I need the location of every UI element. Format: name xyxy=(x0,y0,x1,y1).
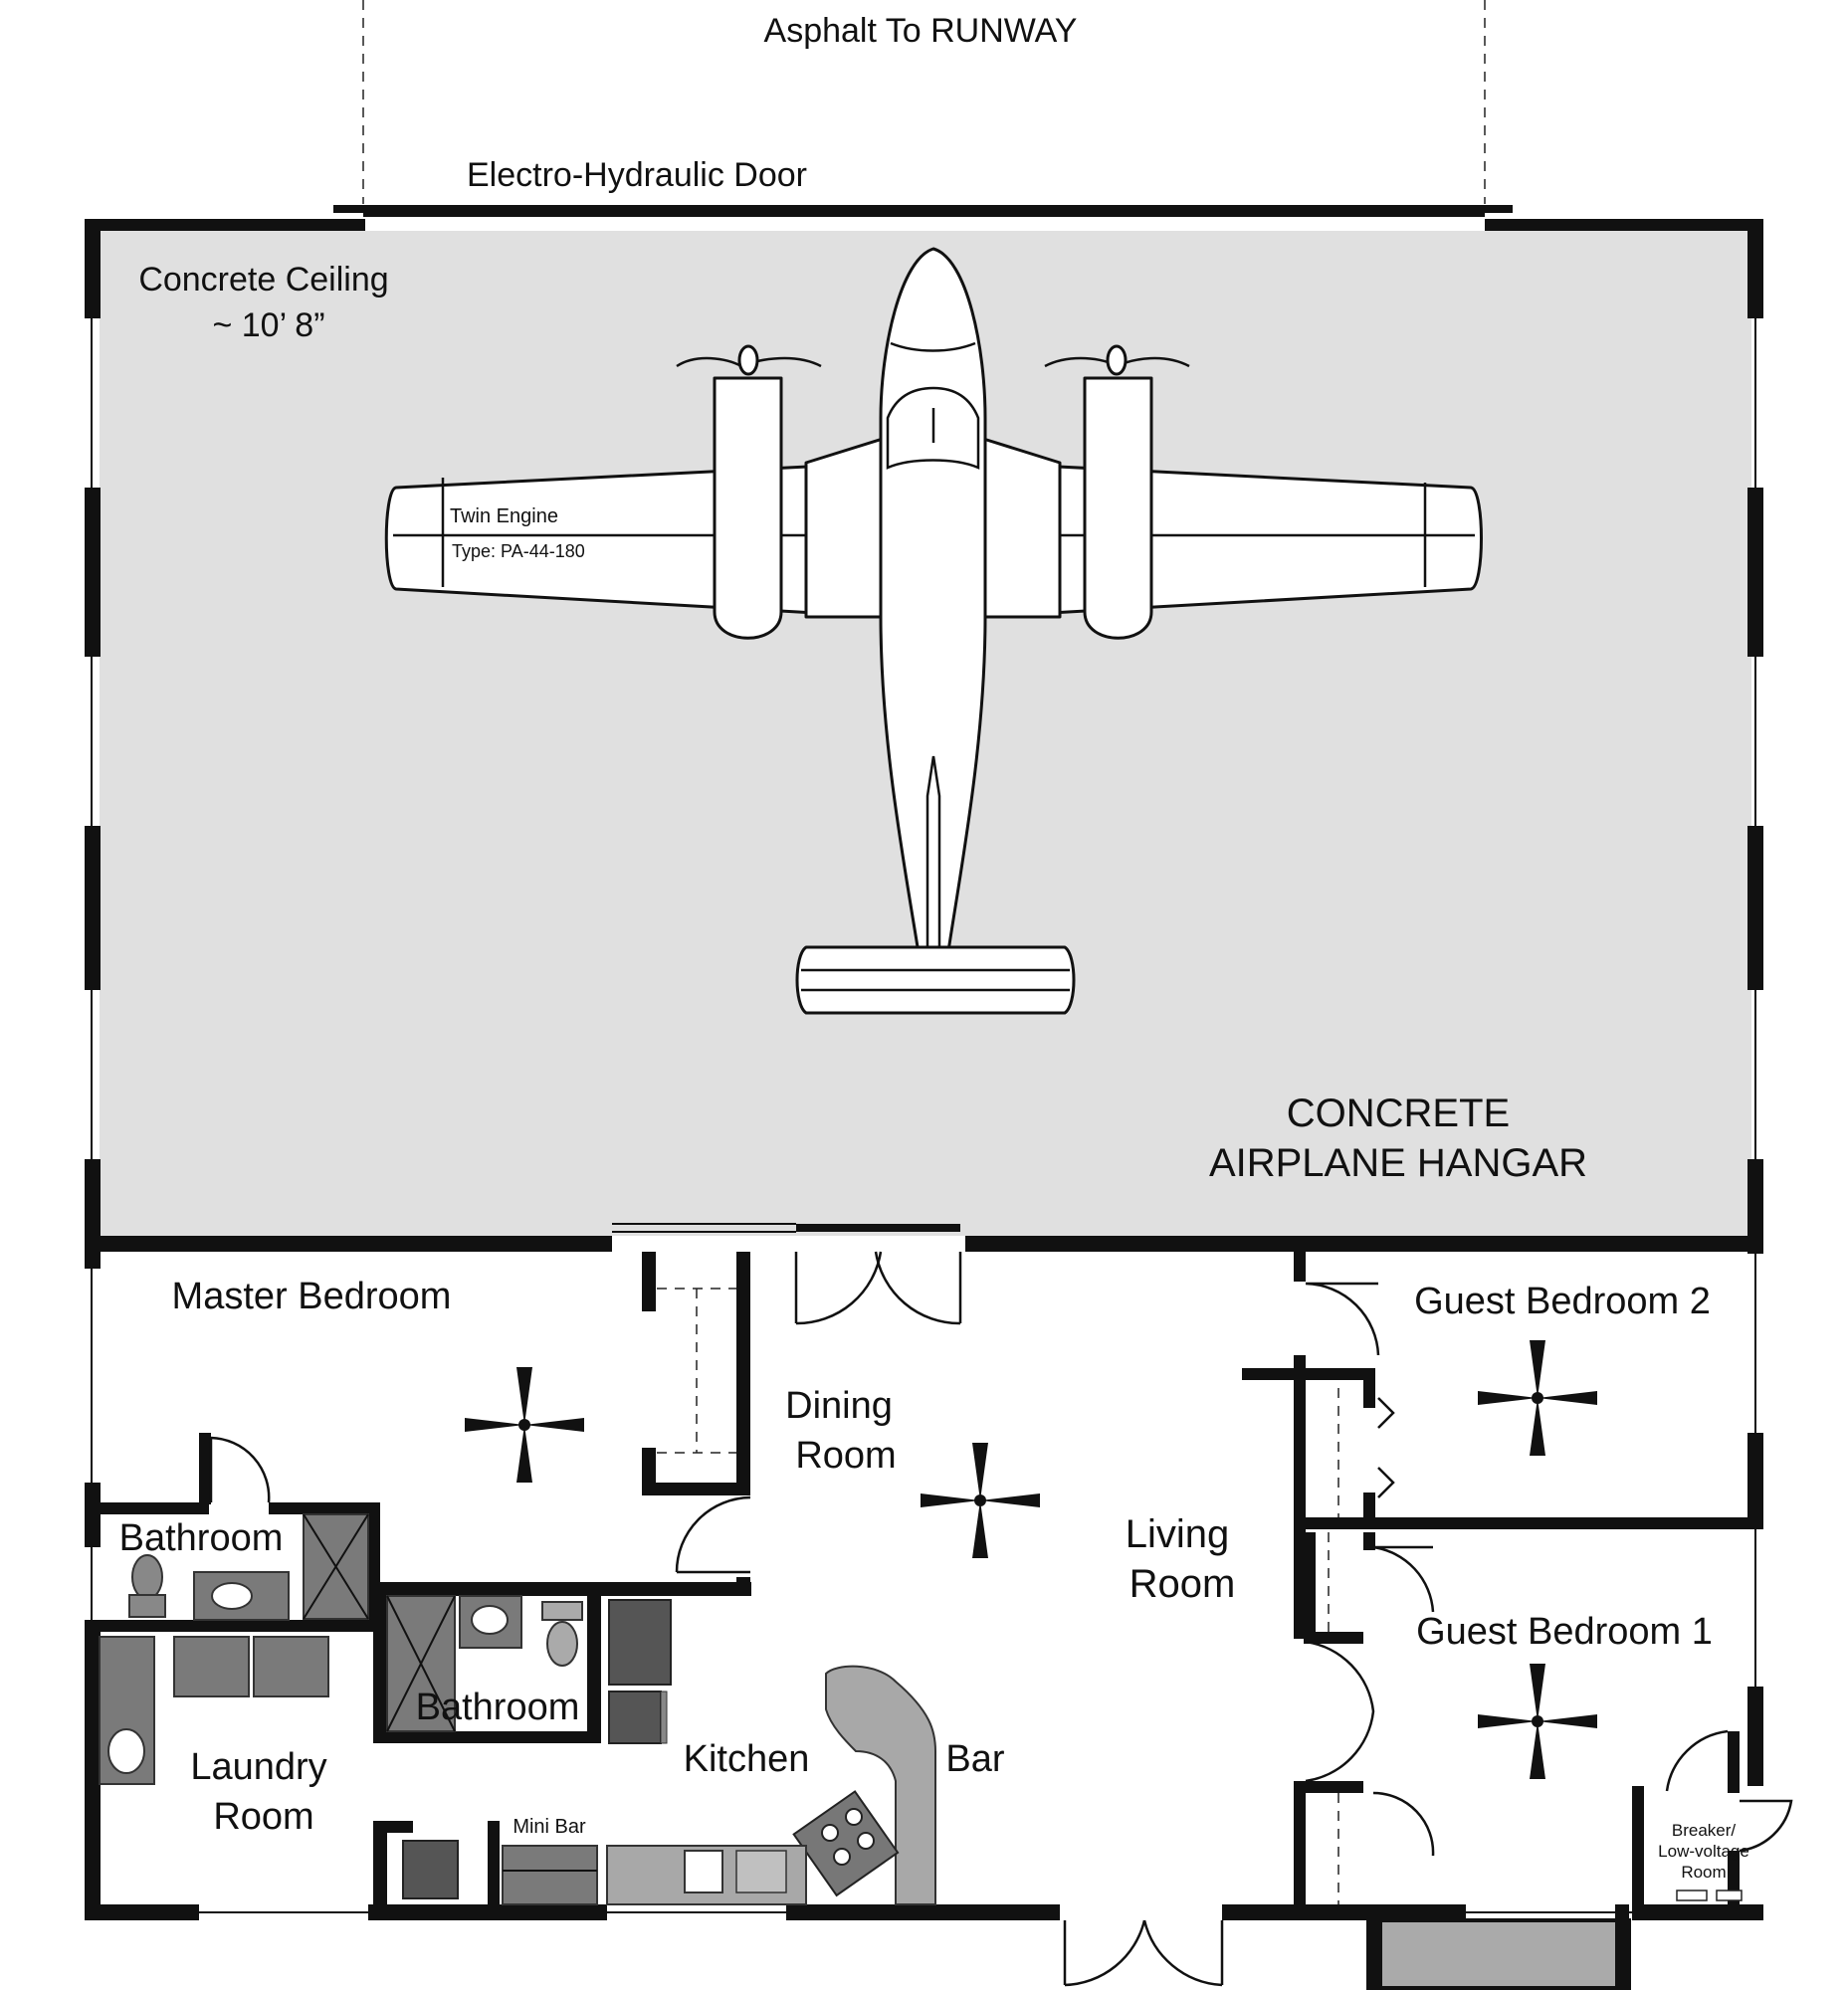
master-bedroom-label: Master Bedroom xyxy=(172,1276,452,1317)
hydraulic-door-label: Electro-Hydraulic Door xyxy=(467,156,807,194)
mini-bar-label: Mini Bar xyxy=(513,1816,586,1838)
ceiling-fan-icon xyxy=(1478,1340,1597,1456)
runway-boundary xyxy=(362,0,1486,204)
laundry-room-label-2: Room xyxy=(213,1796,313,1838)
breaker-room-label-2: Low-voltage xyxy=(1658,1842,1749,1861)
ceiling-fan-icon xyxy=(921,1443,1040,1558)
breaker-room-label-1: Breaker/ xyxy=(1672,1821,1737,1840)
dining-room-label-1: Dining xyxy=(785,1385,893,1427)
plane-model-label: Type: PA-44-180 xyxy=(452,541,585,561)
ceiling-height-value: ~ 10’ 8” xyxy=(212,306,324,344)
guest-bedroom-1-label: Guest Bedroom 1 xyxy=(1416,1611,1713,1653)
guest-bedroom-2-label: Guest Bedroom 2 xyxy=(1414,1281,1711,1322)
laundry-room-label-1: Laundry xyxy=(190,1746,326,1788)
windows xyxy=(91,318,1756,1913)
bar-label: Bar xyxy=(945,1738,1004,1780)
ceiling-fan-icon xyxy=(1478,1664,1597,1779)
ceiling-height-label: Concrete Ceiling xyxy=(138,261,388,298)
interior-walls xyxy=(85,1252,1763,1910)
plane-type-label: Twin Engine xyxy=(450,505,558,527)
ceiling-fans xyxy=(465,1340,1597,1779)
runway-label: Asphalt To RUNWAY xyxy=(764,12,1078,50)
dining-room-label-2: Room xyxy=(795,1435,896,1477)
toilet-icon xyxy=(128,1554,166,1618)
fixtures xyxy=(99,1513,1743,1905)
hangar-label-2: AIRPLANE HANGAR xyxy=(1209,1141,1587,1185)
breaker-room-label-3: Room xyxy=(1681,1863,1726,1882)
living-room-label-2: Room xyxy=(1129,1562,1236,1606)
airplane-icon xyxy=(384,247,1483,1015)
sink-icon xyxy=(471,1605,509,1635)
living-room-label-1: Living xyxy=(1126,1512,1230,1556)
sink-icon xyxy=(211,1582,253,1610)
ceiling-fan-icon xyxy=(465,1367,584,1483)
master-bathroom-label: Bathroom xyxy=(119,1517,284,1559)
kitchen-label: Kitchen xyxy=(684,1738,810,1780)
labels: Asphalt To RUNWAY Electro-Hydraulic Door… xyxy=(119,12,1749,1882)
stove-icon xyxy=(792,1790,900,1897)
hall-bathroom-label: Bathroom xyxy=(416,1687,580,1728)
hangar-divider-wall xyxy=(85,1223,1763,1252)
hangar-label-1: CONCRETE xyxy=(1287,1092,1510,1135)
toilet-icon xyxy=(541,1601,583,1667)
doors xyxy=(209,1251,1793,1990)
